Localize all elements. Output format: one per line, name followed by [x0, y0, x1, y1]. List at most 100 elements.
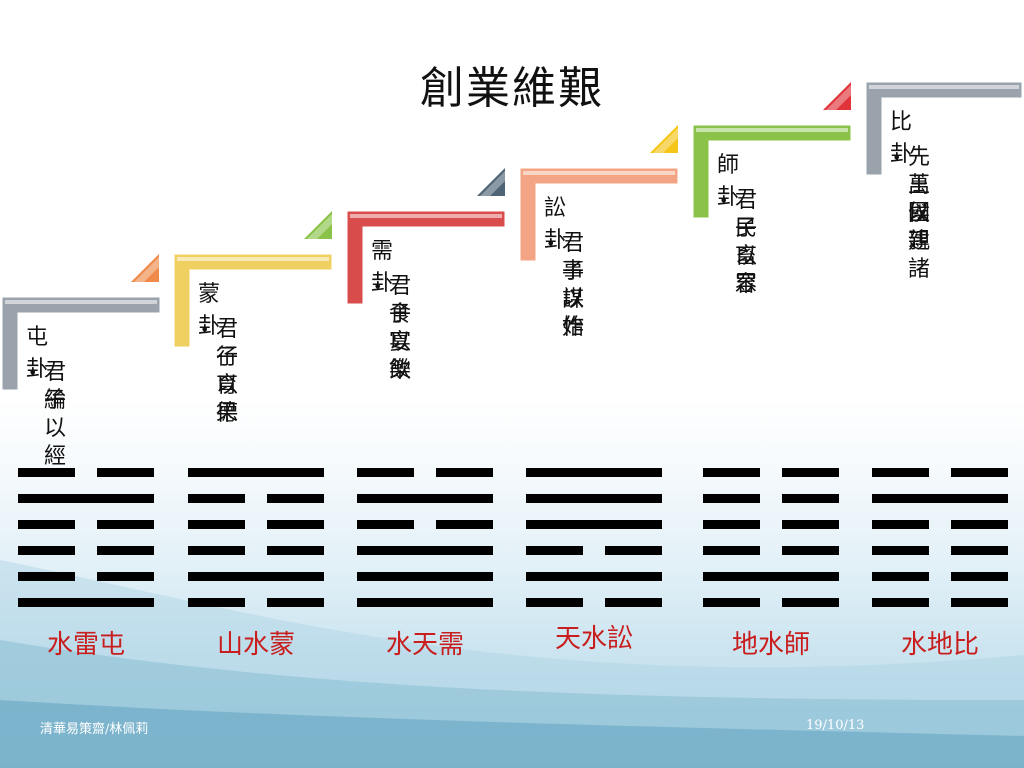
triangle-icon	[477, 168, 505, 196]
hexagram-name: 水天需	[385, 630, 464, 660]
yin-line-left	[188, 520, 245, 529]
triangle-icon	[304, 211, 332, 239]
yin-line-left	[188, 598, 245, 607]
yin-line-right	[782, 494, 839, 503]
step-bracket	[866, 82, 1022, 175]
yang-line	[18, 598, 154, 607]
yin-line-left	[703, 520, 760, 529]
step-text-line: 君子以容	[735, 188, 758, 297]
yin-line-right	[267, 546, 324, 555]
step-text-line: 綸	[44, 388, 67, 413]
step-text-line: 君子以果	[216, 317, 239, 426]
step-title: 比卦	[890, 110, 913, 167]
yin-line-right	[605, 598, 662, 607]
yin-line-right	[951, 468, 1008, 477]
yang-line	[872, 494, 1008, 503]
yin-line-left	[18, 520, 75, 529]
yang-line	[703, 572, 839, 581]
step-bracket	[174, 254, 332, 347]
yin-line-left	[703, 598, 760, 607]
yin-line-right	[782, 546, 839, 555]
bullet-icon: •	[200, 320, 210, 339]
yang-line	[357, 546, 493, 555]
yin-line-left	[357, 468, 414, 477]
yin-line-right	[951, 598, 1008, 607]
hexagram-name: 天水訟	[554, 624, 633, 654]
yin-line-left	[703, 468, 760, 477]
yin-line-left	[18, 468, 75, 477]
yin-line-right	[605, 546, 662, 555]
yang-line	[188, 572, 324, 581]
hexagram-name: 水雷屯	[46, 630, 125, 660]
yin-line-right	[951, 572, 1008, 581]
step-bracket	[347, 211, 505, 304]
yin-line-right	[97, 572, 154, 581]
page-title: 創業維艱	[420, 63, 604, 114]
step-text-line: 先王以建	[908, 145, 931, 254]
yin-line-right	[436, 468, 493, 477]
yang-line	[188, 468, 324, 477]
yin-line-right	[782, 598, 839, 607]
triangle-icon	[823, 82, 851, 110]
yin-line-left	[18, 572, 75, 581]
yin-line-right	[267, 598, 324, 607]
hexagram-symbol	[703, 468, 839, 608]
bullet-icon: •	[892, 148, 902, 167]
yin-line-left	[872, 598, 929, 607]
hexagram-name: 地水師	[731, 630, 810, 660]
footer-author: 清華易策齋/林佩莉	[40, 722, 149, 737]
yin-line-left	[703, 546, 760, 555]
hexagram-symbol	[188, 468, 324, 608]
yin-line-right	[97, 468, 154, 477]
step-text-line: 行育德	[216, 345, 239, 426]
step-text-line: 君子以經	[44, 360, 67, 469]
footer-date: 19/10/13	[806, 718, 865, 733]
yin-line-left	[872, 572, 929, 581]
step-title: 屯卦	[26, 325, 49, 382]
yang-line	[357, 572, 493, 581]
yang-line	[526, 520, 662, 529]
step-title: 訟卦	[544, 196, 567, 253]
step-text-line: 事謀始	[562, 259, 585, 340]
step-text-line: 萬國親諸	[908, 173, 931, 282]
triangle-icon	[131, 254, 159, 282]
yin-line-left	[872, 546, 929, 555]
hexagram-symbol	[526, 468, 662, 608]
yin-line-left	[188, 546, 245, 555]
yin-line-right	[97, 520, 154, 529]
yin-line-right	[267, 494, 324, 503]
bullet-icon: •	[719, 191, 729, 210]
yin-line-right	[951, 546, 1008, 555]
step-bracket	[2, 297, 160, 390]
bullet-icon: •	[373, 277, 383, 296]
hexagram-symbol	[357, 468, 493, 608]
yin-line-right	[97, 546, 154, 555]
yin-line-left	[357, 520, 414, 529]
hexagram-name: 水地比	[900, 630, 979, 660]
step-text-line: 君子以飲	[389, 274, 412, 383]
step-title: 蒙卦	[198, 282, 221, 339]
yin-line-left	[872, 468, 929, 477]
hexagram-symbol	[18, 468, 154, 608]
yin-line-right	[782, 468, 839, 477]
step-bracket	[693, 125, 851, 218]
yin-line-left	[18, 546, 75, 555]
hexagram-symbol	[872, 468, 1008, 608]
step-title: 需卦	[371, 239, 394, 296]
triangle-icon	[650, 125, 678, 153]
bullet-icon: •	[546, 234, 556, 253]
yin-line-left	[526, 598, 583, 607]
yang-line	[526, 494, 662, 503]
yang-line	[526, 468, 662, 477]
yin-line-left	[872, 520, 929, 529]
hexagram-name: 山水蒙	[216, 630, 295, 660]
yang-line	[18, 494, 154, 503]
yin-line-right	[436, 520, 493, 529]
step-text-line: 侯	[908, 201, 931, 226]
yang-line	[357, 494, 493, 503]
yang-line	[357, 598, 493, 607]
step-text-line: 民畜眾	[735, 216, 758, 297]
yin-line-right	[782, 520, 839, 529]
step-text-line: 君子以作	[562, 231, 585, 340]
yin-line-right	[267, 520, 324, 529]
